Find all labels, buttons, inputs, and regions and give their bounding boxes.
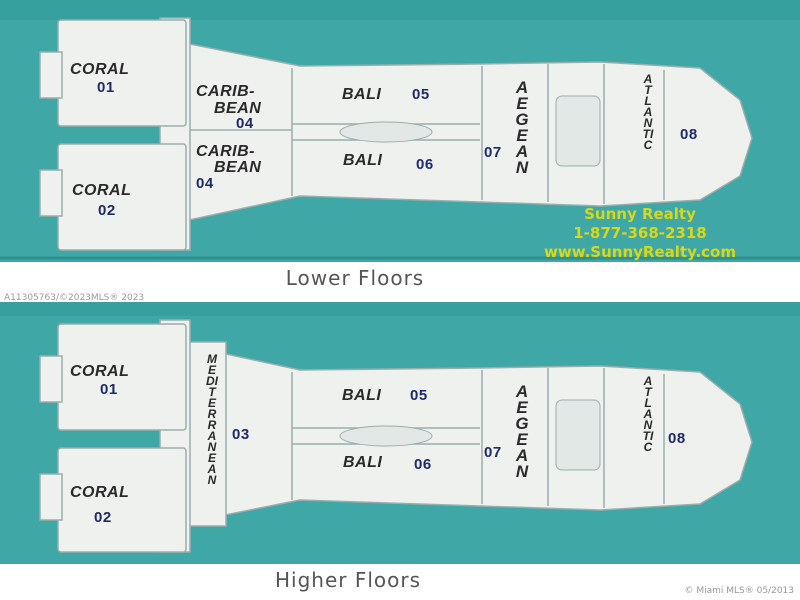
unit-atlantic-name: ATLANTIC — [642, 374, 654, 454]
unit-aegean-number: 07 — [484, 144, 502, 161]
unit-bali-06-number: 06 — [416, 156, 434, 173]
lower-floors-plan: CORAL 01 CORAL 02 CARIB- BEAN 04 CARIB- … — [0, 0, 800, 262]
unit-atlantic-number: 08 — [680, 126, 698, 143]
unit-caribbean-04a-line2: BEAN — [214, 100, 262, 117]
unit-caribbean-04a-line1: CARIB- — [196, 83, 255, 100]
unit-coral-02-number: 02 — [94, 509, 112, 526]
unit-bali-05-name: BALI — [342, 86, 382, 103]
realty-contact-block: Sunny Realty 1-877-368-2318 www.SunnyRea… — [480, 205, 800, 262]
realty-phone: 1-877-368-2318 — [573, 224, 707, 242]
unit-mediterranean-name: MEDITERRANEAN — [206, 352, 218, 487]
unit-caribbean-04b-line2: BEAN — [214, 159, 262, 176]
mls-watermark-bottom: © Miami MLS® 05/2013 — [684, 586, 794, 596]
unit-bali-06-name: BALI — [343, 454, 383, 471]
unit-bali-06-number: 06 — [414, 456, 432, 473]
realty-name: Sunny Realty — [584, 205, 696, 223]
unit-aegean-name: AEGEAN — [515, 78, 529, 177]
lower-floors-caption: Lower Floors — [0, 266, 755, 290]
unit-caribbean-04b-line1: CARIB- — [196, 143, 255, 160]
mls-watermark-top: A11305763/©2023MLS® 2023 — [4, 293, 145, 303]
unit-atlantic-number: 08 — [668, 430, 686, 447]
lower-plan-drawing — [0, 0, 800, 262]
unit-bali-05-number: 05 — [410, 387, 428, 404]
unit-coral-01-number: 01 — [97, 79, 115, 96]
unit-atlantic-name: ATLANTIC — [642, 72, 654, 152]
unit-coral-02-name: CORAL — [70, 484, 130, 501]
unit-aegean-number: 07 — [484, 444, 502, 461]
unit-coral-01-name: CORAL — [70, 61, 130, 78]
higher-floors-plan: CORAL 01 CORAL 02 MEDITERRANEAN 03 BALI … — [0, 302, 800, 564]
higher-floors-caption-text: Higher Floors — [274, 568, 422, 592]
unit-caribbean-04a-number: 04 — [236, 115, 254, 132]
unit-mediterranean-number: 03 — [232, 426, 250, 443]
unit-coral-01-number: 01 — [100, 381, 118, 398]
unit-caribbean-04b-number: 04 — [196, 175, 214, 192]
unit-bali-05-number: 05 — [412, 86, 430, 103]
realty-website: www.SunnyRealty.com — [543, 243, 736, 261]
higher-floors-caption: Higher Floors — [0, 568, 748, 592]
unit-bali-05-name: BALI — [342, 387, 382, 404]
higher-plan-drawing — [0, 302, 800, 564]
unit-coral-01-name: CORAL — [70, 363, 130, 380]
unit-bali-06-name: BALI — [343, 152, 383, 169]
lower-floors-caption-text: Lower Floors — [285, 266, 425, 290]
unit-coral-02-name: CORAL — [72, 182, 132, 199]
unit-coral-02-number: 02 — [98, 202, 116, 219]
unit-aegean-name: AEGEAN — [515, 382, 529, 481]
